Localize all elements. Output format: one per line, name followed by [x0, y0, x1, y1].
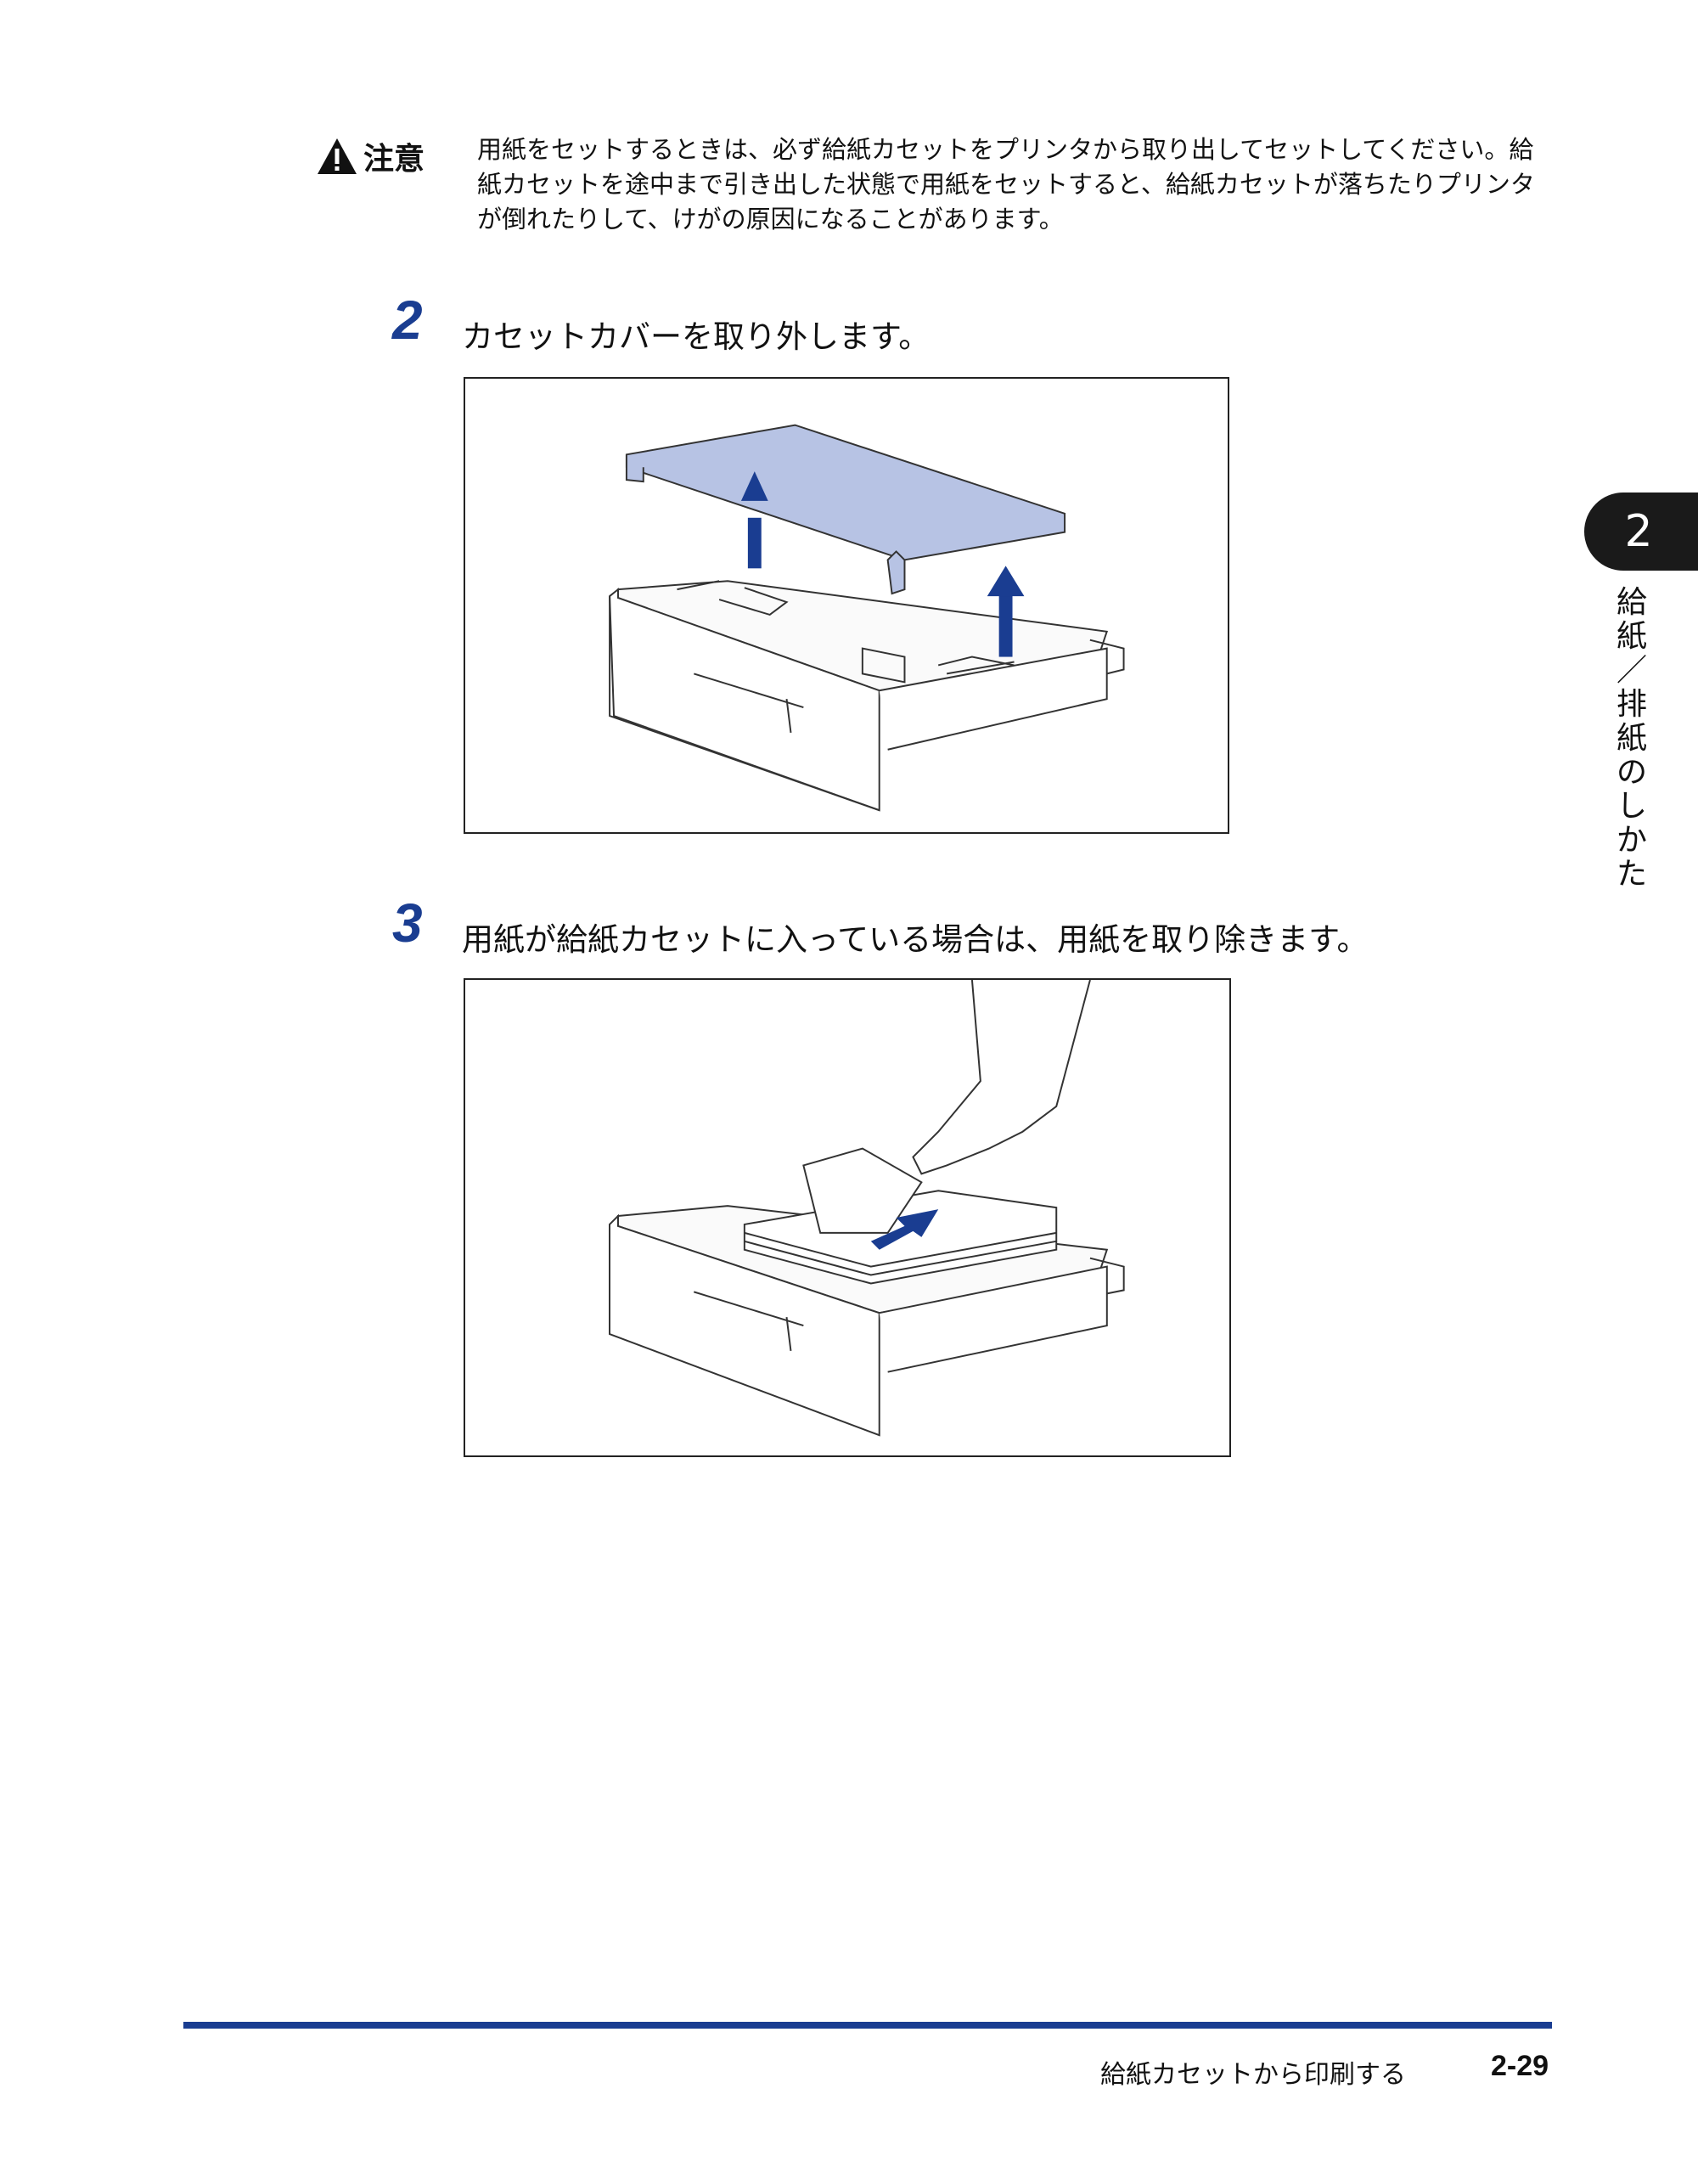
page-number: 2-29 [1491, 2050, 1549, 2082]
figure-remove-paper [464, 978, 1231, 1457]
caution-label: 注意 [363, 142, 425, 177]
warning-triangle-icon [318, 138, 357, 174]
caution-heading: 注意 [316, 134, 424, 178]
footer-rule [183, 2022, 1552, 2029]
step-number-2: 2 [392, 290, 423, 351]
chapter-title-vertical: 給紙／排紙のしかた [1616, 585, 1647, 892]
caution-text: 用紙をセットするときは、必ず給紙カセットをプリンタから取り出してセットしてくださ… [477, 135, 1535, 234]
figure-remove-cassette-cover [464, 377, 1229, 834]
cassette-cover-illustration [609, 424, 1125, 812]
step-number-3: 3 [392, 892, 423, 954]
step-text-2: カセットカバーを取り外します。 [462, 318, 931, 355]
remove-paper-illustration [609, 980, 1125, 1437]
footer-section-title: 給紙カセットから印刷する [1100, 2060, 1406, 2090]
step-text-3: 用紙が給紙カセットに入っている場合は、用紙を取り除きます。 [462, 921, 1369, 958]
chapter-number-tab: 2 [1584, 493, 1698, 571]
